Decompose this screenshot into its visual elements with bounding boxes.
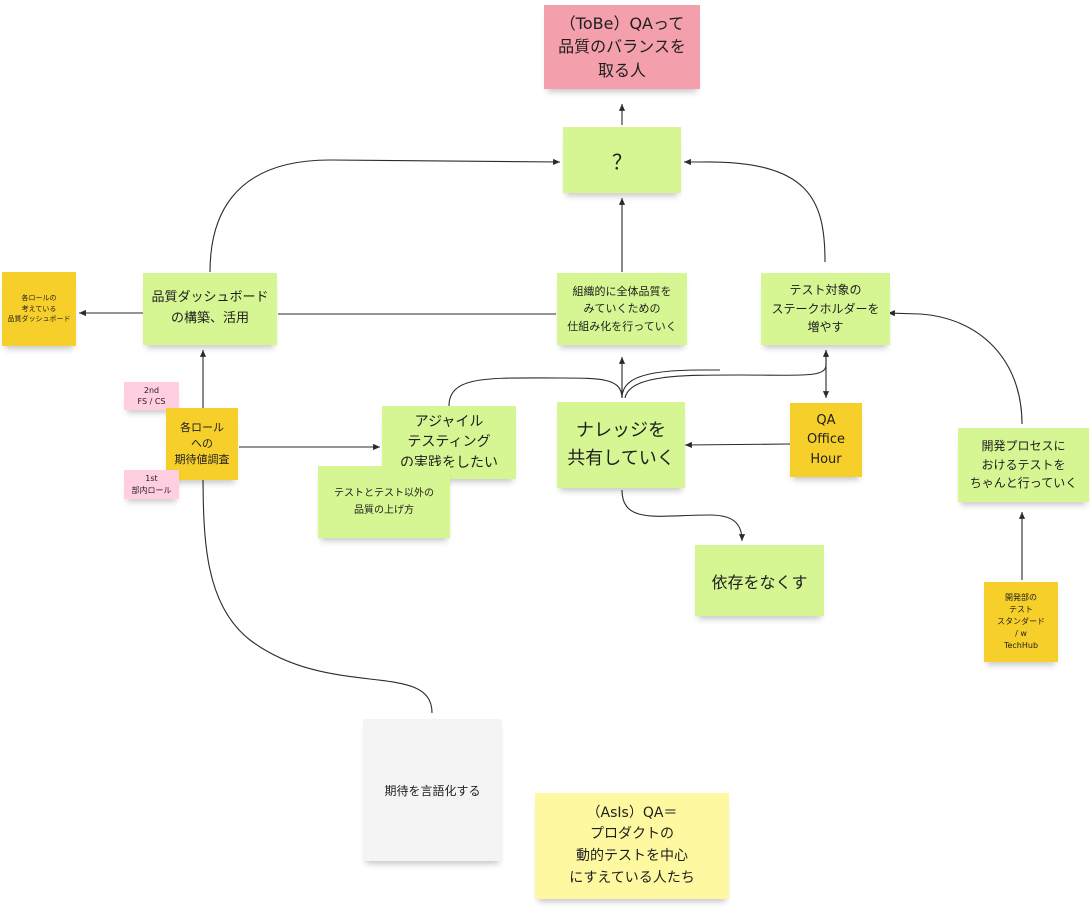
sticky-note-qa-office-hour[interactable]: QA Office Hour: [790, 403, 862, 477]
sticky-note-text: （AsIs）QA＝ プロダクトの 動的テストを中心 にすえている人たち: [569, 804, 695, 886]
sticky-note-role-expectations[interactable]: 各ロール への 期待値調査: [166, 408, 238, 480]
sticky-note-2nd-fs-cs[interactable]: 2nd FS / CS: [124, 382, 179, 410]
sticky-note-text: ナレッジを 共有していく: [567, 420, 675, 469]
connector-officehour-to-knowledge: [684, 441, 791, 449]
sticky-note-dev-process[interactable]: 開発プロセスに おけるテストを ちゃんと行っていく: [958, 428, 1089, 502]
connector-knowledge-to-dependency: [621, 489, 746, 542]
sticky-note-org-quality[interactable]: 組織的に全体品質を みていくための 仕組み化を行っていく: [557, 273, 687, 345]
connector-agile-to-org: [448, 357, 626, 407]
sticky-note-test-and-beyond[interactable]: テストとテスト以外の 品質の上げ方: [318, 466, 450, 538]
sticky-note-question[interactable]: ？: [563, 127, 681, 193]
sticky-note-text: 期待を言語化する: [384, 783, 481, 798]
sticky-note-text: テスト対象の ステークホルダーを 増やす: [771, 283, 880, 335]
sticky-note-text: （ToBe）QAって 品質のバランスを 取る人: [558, 14, 686, 80]
sticky-note-verbalize-expectations[interactable]: 期待を言語化する: [363, 719, 502, 861]
sticky-note-text: 開発プロセスに おけるテストを ちゃんと行っていく: [969, 439, 1078, 491]
sticky-note-techhub-standard[interactable]: 開発部の テスト スタンダード / w TechHub: [984, 582, 1058, 662]
connector-stakeholders-to-question: [684, 158, 826, 263]
sticky-note-role-dashboard[interactable]: 各ロールの 考えている 品質ダッシュボード: [2, 272, 76, 346]
sticky-note-text: 1st 部内ロール: [131, 474, 172, 495]
sticky-note-stakeholders[interactable]: テスト対象の ステークホルダーを 増やす: [761, 273, 890, 345]
sticky-note-asis-qa[interactable]: （AsIs）QA＝ プロダクトの 動的テストを中心 にすえている人たち: [535, 793, 729, 899]
connector-dashboard-to-question: [209, 158, 561, 273]
sticky-note-text: 開発部の テスト スタンダード / w TechHub: [997, 593, 1045, 650]
sticky-note-tobe-qa[interactable]: （ToBe）QAって 品質のバランスを 取る人: [544, 5, 700, 89]
sticky-note-knowledge-sharing[interactable]: ナレッジを 共有していく: [557, 402, 685, 488]
sticky-note-reduce-dependency[interactable]: 依存をなくす: [695, 545, 824, 616]
sticky-note-quality-dashboard[interactable]: 品質ダッシュボード の構築、活用: [143, 273, 277, 345]
connector-knowledge-to-stakeholders: [624, 350, 830, 399]
sticky-note-text: 品質ダッシュボード の構築、活用: [151, 290, 269, 326]
sticky-note-text: 依存をなくす: [711, 572, 808, 592]
sticky-note-text: 各ロール への 期待値調査: [174, 421, 230, 466]
sticky-note-1st-dept-role[interactable]: 1st 部内ロール: [124, 470, 179, 499]
sticky-note-text: 2nd FS / CS: [137, 385, 166, 406]
sticky-note-text: アジャイル テスティング の実践をしたい: [400, 414, 498, 471]
connector-knowledge-to-org: [621, 369, 720, 399]
connector-devprocess-to-stakeholders: [887, 310, 1023, 425]
sticky-note-text: ？: [612, 149, 632, 174]
sticky-note-text: 組織的に全体品質を みていくための 仕組み化を行っていく: [567, 284, 677, 333]
sticky-note-text: QA Office Hour: [807, 412, 845, 467]
sticky-note-text: 各ロールの 考えている 品質ダッシュボード: [7, 294, 71, 324]
sticky-note-text: テストとテスト以外の 品質の上げ方: [334, 488, 434, 516]
